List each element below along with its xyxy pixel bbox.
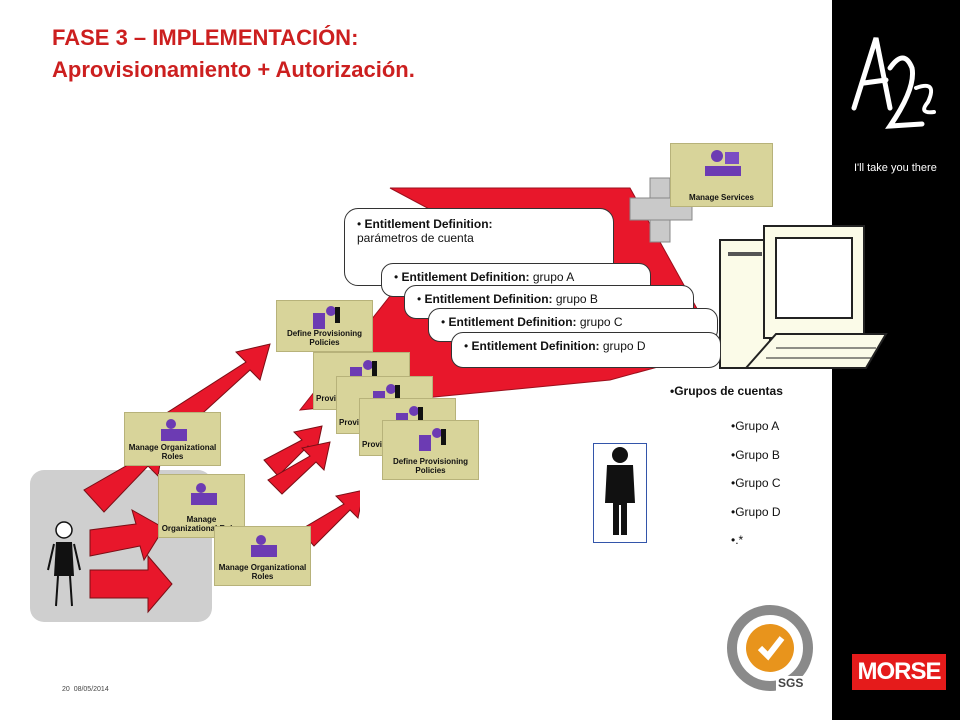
group-item: •Grupo A — [731, 419, 780, 433]
person-icon — [47, 521, 81, 607]
manage-services-tile: Manage Services — [670, 143, 773, 207]
page-number: 20 — [62, 686, 70, 693]
slide-title: FASE 3 – IMPLEMENTACIÓN: Aprovisionamien… — [52, 22, 415, 86]
callout-group: grupo A — [529, 270, 575, 284]
group-item: •.* — [731, 533, 744, 548]
manage-roles-tile: Manage Organizational Roles — [124, 412, 221, 466]
group-item: •Grupo C — [731, 476, 781, 491]
groups-list: •Grupos de cuentas — [670, 384, 783, 398]
title-line-2: Aprovisionamiento + Autorización. — [52, 57, 415, 82]
slide-footer: 20 08/05/2014 — [62, 686, 109, 693]
define-policies-label: Define Provisioning Policies — [392, 457, 469, 475]
title-line-1: FASE 3 – IMPLEMENTACIÓN: — [52, 25, 359, 50]
manage-services-label: Manage Services — [689, 193, 754, 202]
define-policies-label: Provi — [339, 418, 360, 427]
sgs-label: SGS — [778, 676, 804, 690]
manage-roles-label: Manage Organizational Roles — [128, 443, 217, 461]
sgs-certification-icon — [727, 605, 816, 692]
define-policies-icon — [313, 306, 340, 329]
callout-group: grupo B — [552, 292, 598, 306]
person-silhouette-icon — [593, 443, 647, 543]
callout-group: grupo D — [599, 339, 646, 353]
define-policies-tile: Define Provisioning Policies — [382, 420, 479, 480]
callout-bold: Entitlement Definition: — [448, 315, 577, 329]
callout-bold: Entitlement Definition: — [401, 270, 530, 284]
manage-roles-icon — [191, 483, 217, 505]
slide-date: 08/05/2014 — [73, 686, 109, 693]
callout-grupo-d: • Entitlement Definition: grupo D — [451, 332, 721, 368]
group-item: •Grupo D — [731, 504, 781, 519]
plus-icon — [629, 177, 693, 243]
callout-text: parámetros de cuenta — [357, 231, 474, 245]
computer-icon — [719, 225, 888, 369]
manage-roles-icon — [251, 535, 277, 557]
groups-items: •Grupo A •Grupo B •Grupo C •Grupo D •.* — [731, 412, 781, 555]
callout-bold: Entitlement Definition: — [424, 292, 553, 306]
manage-roles-icon — [161, 419, 187, 441]
manage-services-icon — [705, 150, 741, 176]
manage-roles-label: Manage Organizational Roles — [161, 515, 242, 533]
define-policies-icon — [419, 428, 446, 451]
group-item: •Grupo B — [731, 447, 780, 462]
callout-bold: Entitlement Definition: — [471, 339, 600, 353]
brand-tagline: I'll take you there — [854, 162, 937, 174]
workflow-arrows-icon — [83, 343, 360, 614]
define-policies-label: Provi — [362, 440, 383, 449]
manage-roles-label: Manage Organizational Roles — [218, 563, 307, 581]
manage-roles-tile: Manage Organizational Roles — [214, 526, 311, 586]
groups-header: •Grupos de cuentas — [670, 384, 783, 398]
callout-group: grupo C — [576, 315, 623, 329]
define-policies-label: Provi — [316, 394, 337, 403]
a2e-logo-icon — [851, 37, 936, 129]
morse-logo: MORSE — [852, 654, 946, 690]
callout-bold: Entitlement Definition: — [364, 217, 493, 231]
define-policies-label: Define Provisioning Policies — [286, 329, 363, 347]
define-policies-tile: Define Provisioning Policies — [276, 300, 373, 352]
